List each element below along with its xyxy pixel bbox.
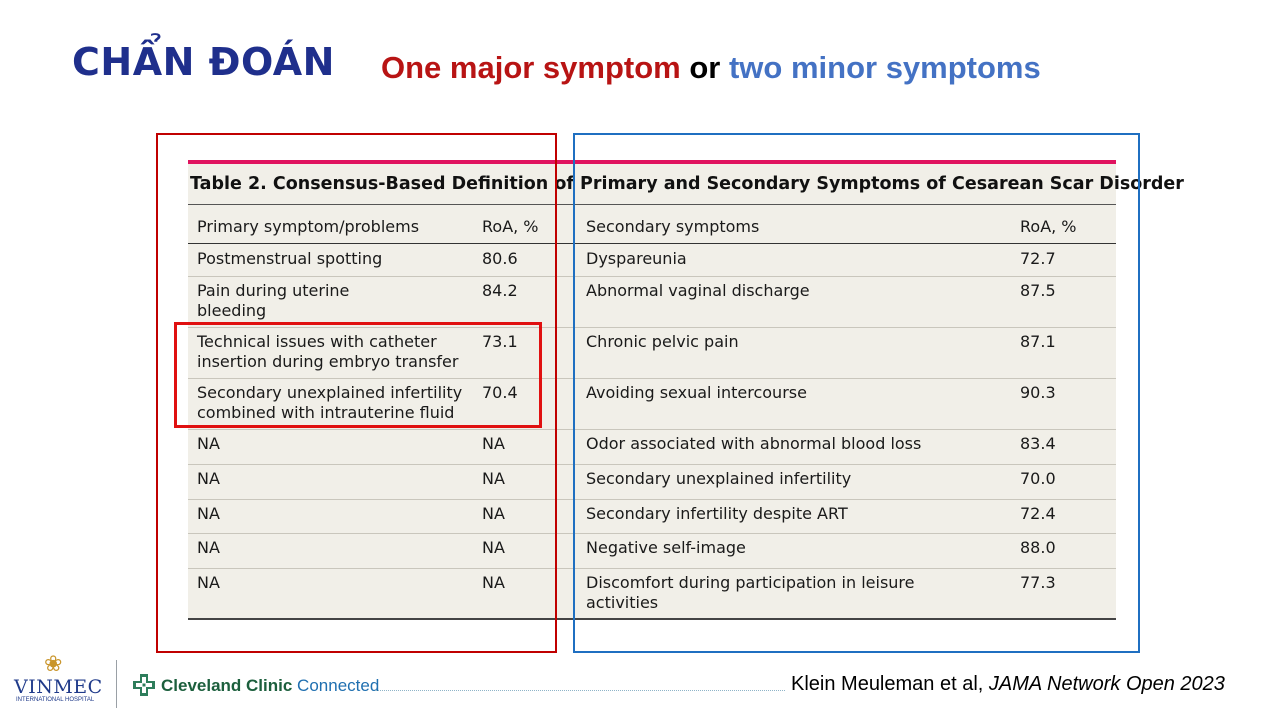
secondary-symptom: Chronic pelvic pain [586,332,739,351]
primary-symptom: NA [197,573,220,592]
primary-symptom: Postmenstrual spotting [197,249,383,268]
primary-roa: 70.4 [482,383,518,402]
vinmec-flame-icon: ❀ [44,651,63,676]
secondary-symptom: Discomfort during participation in leisu… [586,573,915,592]
secondary-symptom: Secondary unexplained infertility [586,469,852,488]
header-rule [188,243,1116,244]
primary-roa: NA [482,504,505,523]
subtitle-minor: two minor symptoms [728,50,1041,85]
secondary-roa: 88.0 [1020,538,1056,557]
citation-journal: JAMA Network Open 2023 [988,673,1225,695]
vinmec-subtitle: INTERNATIONAL HOSPITAL [16,697,95,703]
row-separator [188,464,1116,465]
secondary-symptom: Abnormal vaginal discharge [586,281,810,300]
secondary-column-highlight [573,133,1140,653]
primary-symptom: NA [197,434,220,453]
caption-rule [188,204,1116,205]
primary-symptom: bleeding [197,301,267,320]
cleveland-clinic-name: Cleveland Clinic [161,676,293,695]
primary-symptom: NA [197,538,220,557]
secondary-roa: 70.0 [1020,469,1056,488]
primary-roa: NA [482,573,505,592]
vinmec-logo-icon: ❀ VINMEC INTERNATIONAL HOSPITAL [14,651,103,708]
secondary-roa: 87.5 [1020,281,1056,300]
row-separator [188,327,1116,328]
primary-roa: NA [482,434,505,453]
header-primary: Primary symptom/problems [197,217,420,236]
cleveland-clinic-connected: Cleveland Clinic Connected [161,676,379,696]
header-secondary: Secondary symptoms [586,217,760,236]
citation: Klein Meuleman et al, JAMA Network Open … [791,673,1225,696]
row-separator [188,499,1116,500]
secondary-symptom: Negative self-image [586,538,746,557]
secondary-symptom: Odor associated with abnormal blood loss [586,434,922,453]
ivf-rows-highlight [174,322,542,428]
vinmec-name: VINMEC [14,676,103,698]
header-primary-roa: RoA, % [482,217,539,236]
primary-roa: 84.2 [482,281,518,300]
secondary-roa: 72.7 [1020,249,1056,268]
secondary-symptom: Avoiding sexual intercourse [586,383,807,402]
symptom-table: Table 2. Consensus-Based Definition of P… [188,160,1184,620]
table-caption: Table 2. Consensus-Based Definition of P… [190,174,1184,194]
secondary-roa: 72.4 [1020,504,1056,523]
primary-symptom: NA [197,504,220,523]
primary-roa: 80.6 [482,249,518,268]
row-separator [188,276,1116,277]
primary-symptom: Secondary unexplained infertility [197,383,463,402]
footer-dotted-line [375,690,785,691]
primary-roa: 73.1 [482,332,518,351]
primary-symptom: NA [197,469,220,488]
primary-symptom: combined with intrauterine fluid [197,403,455,422]
subtitle-major: One major symptom [381,50,681,85]
primary-roa: NA [482,469,505,488]
secondary-symptom: Secondary infertility despite ART [586,504,848,523]
slide-subtitle: One major symptom or two minor symptoms [381,50,1041,86]
row-separator [188,533,1116,534]
primary-symptom: Pain during uterine [197,281,350,300]
cleveland-clinic-cross-icon [133,674,155,696]
secondary-roa: 83.4 [1020,434,1056,453]
primary-roa: NA [482,538,505,557]
row-separator [188,429,1116,430]
table-top-rule [188,160,1116,164]
row-separator [188,568,1116,569]
primary-symptom: Technical issues with catheter [197,332,437,351]
row-separator [188,378,1116,379]
secondary-symptom: activities [586,593,659,612]
header-secondary-roa: RoA, % [1020,217,1077,236]
secondary-roa: 87.1 [1020,332,1056,351]
citation-authors: Klein Meuleman et al, [791,673,989,695]
connected-label: Connected [292,676,380,695]
primary-symptom: insertion during embryo transfer [197,352,459,371]
table-bottom-rule [188,618,1116,620]
secondary-symptom: Dyspareunia [586,249,687,268]
subtitle-or: or [680,50,729,85]
footer-divider [116,660,117,708]
primary-column-highlight [156,133,557,653]
secondary-roa: 90.3 [1020,383,1056,402]
secondary-roa: 77.3 [1020,573,1056,592]
slide-title: CHẨN ĐOÁN [72,40,335,84]
